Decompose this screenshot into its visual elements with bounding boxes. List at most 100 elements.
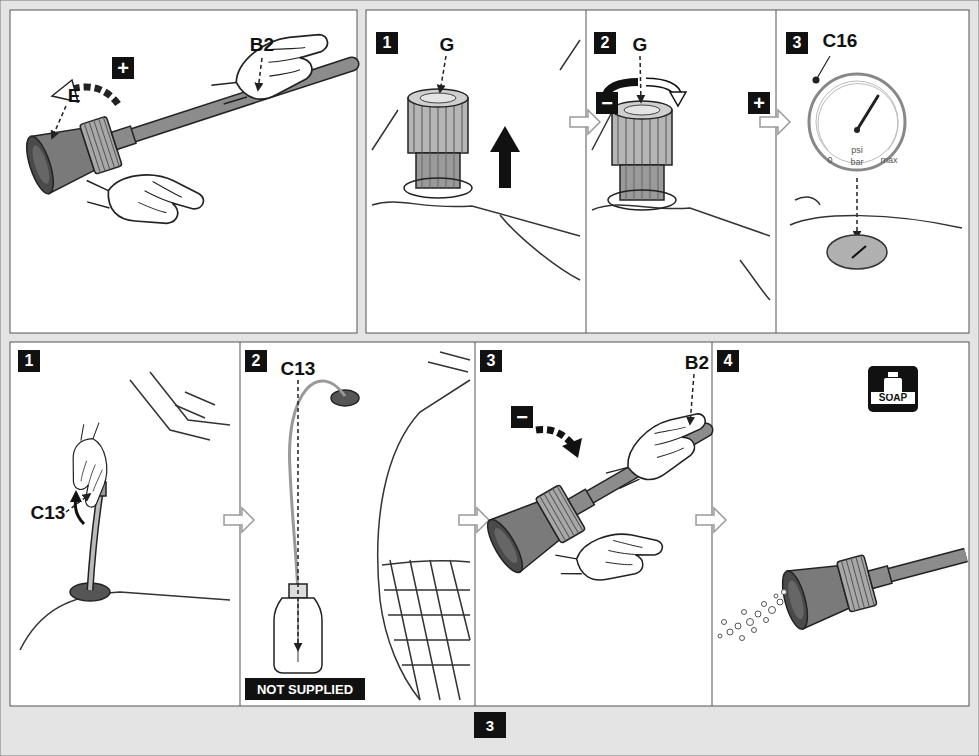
soap-spray: [742, 610, 747, 615]
part-label: C16: [823, 31, 858, 50]
direction-sign: −: [596, 92, 618, 114]
node-text: 3: [486, 718, 494, 733]
step-arrow: [224, 508, 254, 532]
node-text: 2: [252, 353, 261, 369]
pull-arrow: [490, 126, 520, 188]
machine-gauge: [852, 246, 866, 258]
nozzle-wand: [778, 546, 898, 632]
machine-outline: [740, 260, 770, 300]
step-arrow: [459, 508, 489, 532]
not-supplied-band: NOT SUPPLIED: [245, 678, 365, 700]
node-text: NOT SUPPLIED: [257, 683, 353, 696]
step-dividers: [586, 10, 587, 333]
machine-gauge: [790, 197, 962, 269]
step-number: 1: [376, 32, 398, 54]
suction-tube: [90, 494, 100, 590]
part-label: G: [633, 35, 648, 54]
soap-spray: [764, 618, 769, 623]
step-number: 4: [717, 350, 739, 372]
nozzle-wand: [81, 164, 206, 232]
gauge-scale-text: max: [880, 156, 897, 165]
leader-line: [440, 56, 446, 92]
machine-outline: [378, 352, 470, 700]
node-text: +: [753, 93, 765, 113]
soap-spray: [777, 599, 783, 605]
leader-line: [297, 380, 299, 650]
suction-tube: [331, 390, 359, 406]
node-text: +: [117, 58, 129, 78]
soap-spray: [718, 634, 722, 638]
leader-line: [66, 494, 90, 512]
soap-spray: [774, 594, 778, 598]
node-text: −: [516, 407, 528, 427]
machine-outline: [130, 372, 230, 440]
suction-tube: [290, 381, 359, 596]
machine-outline: [175, 392, 215, 418]
step-dividers: [776, 10, 777, 333]
machine-outline: [20, 592, 230, 650]
leader-line: [690, 374, 694, 424]
pressure-knob: [404, 89, 472, 198]
machine-outline: [372, 110, 580, 236]
nozzle-wand: [554, 531, 665, 584]
step-arrow: [224, 110, 790, 532]
soap-spray: [727, 629, 733, 635]
leader-line: [640, 56, 641, 102]
soap-icon: SOAP: [868, 366, 918, 412]
nozzle-wand: [890, 555, 966, 575]
leader-line: [66, 494, 90, 512]
machine-outline: [428, 352, 470, 372]
nozzle-wand: [778, 546, 966, 632]
soap-spray: [762, 602, 767, 607]
soap-spray: [747, 619, 754, 626]
leader-line: [856, 178, 858, 238]
gauge-scale-text: psi: [851, 146, 863, 155]
soap-bottle-icon: [888, 372, 898, 377]
machine-outline: [500, 40, 580, 280]
leader-line: [297, 380, 299, 650]
soap-spray: [755, 611, 761, 617]
node-text: 1: [25, 353, 34, 369]
rotate-arrows: [670, 92, 686, 106]
leader-line: [52, 58, 262, 138]
machine-outline: [382, 560, 470, 700]
direction-sign: +: [748, 92, 770, 114]
leader-line: [856, 178, 858, 238]
machine-outline: [20, 372, 230, 650]
step-arrow: [696, 508, 726, 532]
direction-sign: +: [112, 57, 134, 79]
pressure-gauge: [816, 56, 830, 80]
page-frame: [366, 10, 969, 333]
pressure-gauge: [809, 56, 905, 170]
nozzle-wand: [21, 23, 352, 233]
rotate-arrow: [536, 430, 582, 458]
soap-spray: [782, 590, 787, 595]
soap-spray: [752, 628, 757, 633]
node-text: 3: [487, 353, 496, 369]
pressure-gauge: [857, 96, 878, 130]
nozzle-wand: [890, 555, 966, 575]
soap-spray: [740, 636, 745, 641]
step-dividers: [240, 10, 776, 706]
gauge-scale-text: bar: [850, 158, 863, 167]
node-text: 3: [793, 35, 802, 51]
machine-outline: [372, 40, 770, 300]
machine-gauge: [827, 235, 887, 269]
pressure-gauge: [809, 74, 905, 170]
nozzle-wand: [481, 403, 719, 584]
rotate-arrow: [562, 438, 582, 458]
step-number: 3: [786, 32, 808, 54]
soap-spray: [769, 607, 776, 614]
suction-tube: [70, 490, 82, 502]
part-label: G: [440, 35, 455, 54]
node-text: SOAP: [871, 392, 915, 404]
machine-outline: [378, 380, 470, 700]
soap-bottle-icon: [884, 372, 902, 394]
rotate-arrow: [536, 430, 572, 444]
gauge-scale-text: 0: [827, 156, 832, 165]
rotate-arrow: [52, 80, 118, 104]
suction-tube: [69, 421, 111, 601]
